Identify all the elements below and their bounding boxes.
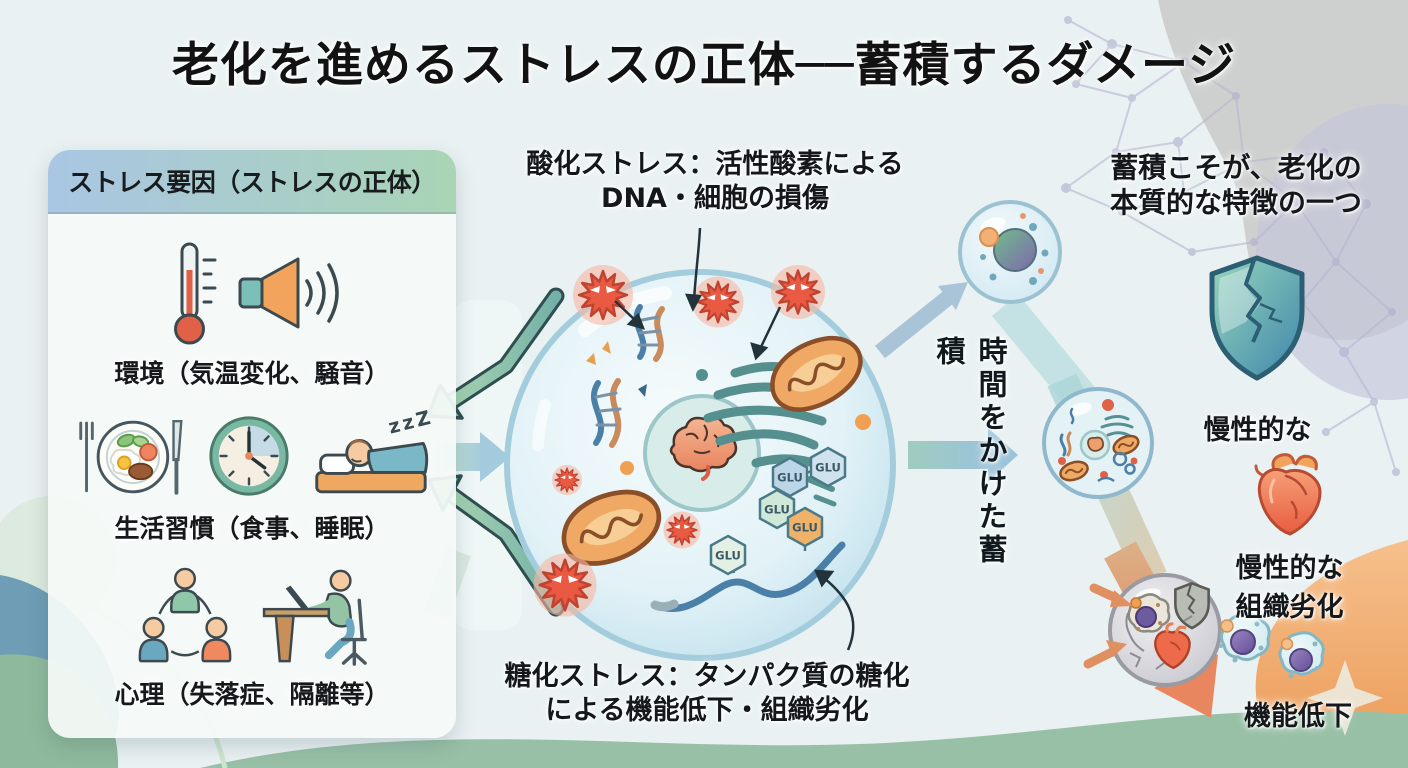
function-cells-icon xyxy=(1219,612,1325,679)
aged-cell xyxy=(1108,573,1222,687)
damaged-cell xyxy=(1042,387,1154,499)
factor-lifestyle: zzZ 生活習慣（食事、睡眠） xyxy=(54,409,450,545)
tissue-line2: 組織劣化 xyxy=(1235,592,1344,623)
time-arrow xyxy=(908,428,1018,482)
factor-environment-label: 環境（気温変化、騒音） xyxy=(114,358,390,388)
svg-text:GLU: GLU xyxy=(777,471,803,485)
meal-icon xyxy=(79,419,183,495)
clock-icon xyxy=(209,416,289,496)
oxidative-stress-label: 酸化ストレス：活性酸素による DNA・細胞の損傷 xyxy=(470,148,960,216)
people-network-icon xyxy=(138,567,232,662)
bottom-wave xyxy=(200,710,1408,768)
factor-psychology-label: 心理（失落症、隔離等） xyxy=(114,679,390,709)
heart-icon xyxy=(1254,453,1322,536)
svg-text:GLU: GLU xyxy=(792,521,818,535)
svg-text:GLU: GLU xyxy=(815,461,841,475)
stress-panel-title: ストレス要因（ストレスの正体） xyxy=(68,168,436,197)
glycation-stress-label: 糖化ストレス：タンパク質の糖化 による機能低下・組織劣化 xyxy=(462,660,952,728)
accumulation-headline: 蓄積こそが、老化の 本質的な特徴の一つ xyxy=(1068,150,1404,220)
stress-panel-header: ストレス要因（ストレスの正体） xyxy=(48,150,456,214)
thermometer-icon xyxy=(174,242,217,344)
sleep-icon: zzZ xyxy=(315,410,431,494)
cell-diagram: GLU GLU GLU GLU GLU xyxy=(504,263,896,661)
oxidative-line1: 酸化ストレス：活性酸素による xyxy=(526,149,904,180)
tissue-degradation-label: 慢性的な 組織劣化 xyxy=(1212,546,1367,624)
headline-line1: 蓄積こそが、老化の xyxy=(1110,151,1362,184)
factor-psychology: 心理（失落症、隔離等） xyxy=(54,565,450,711)
oxidative-line2: DNA・細胞の損傷 xyxy=(601,182,829,214)
svg-text:GLU: GLU xyxy=(715,549,741,563)
glycation-line1: 糖化ストレス：タンパク質の糖化 xyxy=(504,661,910,692)
stress-panel: ストレス要因（ストレスの正体） xyxy=(48,150,456,738)
time-accumulation-label: 時間をかけた蓄積 xyxy=(932,336,1008,567)
glycation-line2: による機能低下・組織劣化 xyxy=(545,694,869,726)
headline-line2: 本質的な特徴の一つ xyxy=(1109,186,1362,219)
factor-environment: 環境（気温変化、騒音） xyxy=(54,238,450,390)
orange-corner-blob xyxy=(1255,540,1408,768)
broken-shield-icon xyxy=(1209,255,1305,381)
tissue-line1: 慢性的な xyxy=(1235,553,1344,584)
healthy-cell xyxy=(958,200,1062,304)
glycation-chain: GLU GLU GLU GLU GLU xyxy=(650,446,847,612)
svg-text:GLU: GLU xyxy=(764,503,790,517)
ros-attack-arrows xyxy=(614,300,782,361)
factor-lifestyle-label: 生活習慣（食事、睡眠） xyxy=(114,514,390,543)
function-decline-label: 機能低下 xyxy=(1244,701,1352,732)
sparkle xyxy=(1307,660,1383,736)
arrow-up-right xyxy=(875,282,968,359)
speaker-icon xyxy=(238,257,339,328)
page-title: 老化を進めるストレスの正体──蓄積するダメージ xyxy=(171,38,1237,93)
stress-panel-body: 環境（気温変化、騒音） xyxy=(48,214,456,740)
chronic-label: 慢性的な xyxy=(1203,415,1312,446)
desk-work-icon xyxy=(262,569,367,666)
mesh-network xyxy=(1061,16,1400,476)
